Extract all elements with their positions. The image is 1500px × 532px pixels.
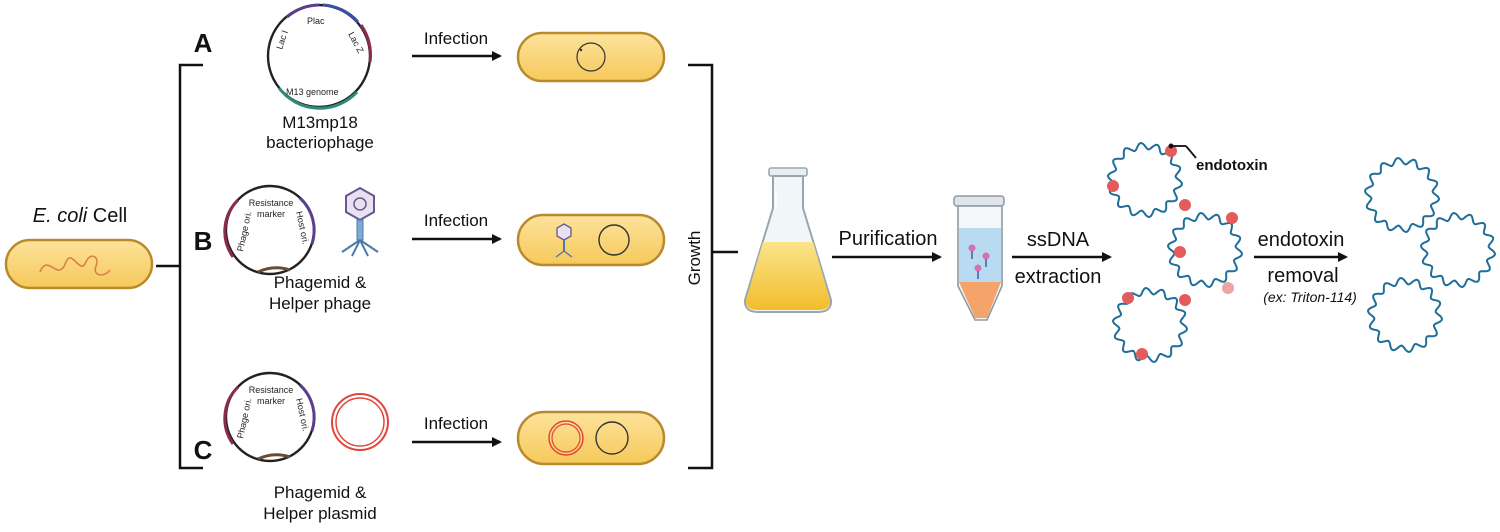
endotoxin-particle [1174, 246, 1186, 258]
helper-phage-icon [341, 186, 379, 257]
route-b-infection-label: Infection [424, 211, 488, 230]
phagemid-plasmid-c: Resistance marker Phage ori. Host ori. [223, 371, 316, 463]
left-bracket [178, 63, 203, 470]
resistance-label-b: Resistance [249, 198, 294, 208]
clean-ssdna-loop [1363, 156, 1441, 234]
ssdna-loop [1106, 141, 1184, 219]
marker-label-b: marker [257, 209, 285, 219]
ssdna-loop [1166, 211, 1244, 289]
lac-z-label: Lac Z [346, 30, 366, 55]
removal-label-line2: removal [1267, 265, 1338, 287]
removal-example: (ex: Triton-114) [1263, 289, 1357, 305]
route-c-infected-cell [516, 410, 666, 466]
route-letter-b: B [194, 226, 213, 256]
ecoli-italic: E. coli [33, 205, 88, 227]
endotoxin-particle [1222, 282, 1234, 294]
lac-i-label: Lac I [274, 29, 290, 51]
marker-label-c: marker [257, 396, 285, 406]
purification-label: Purification [839, 228, 938, 250]
route-a-caption-line1: M13mp18 [282, 113, 358, 132]
route-letter-c: C [194, 435, 213, 465]
phage-ori-label-c: Phage ori. [235, 397, 253, 439]
route-a-caption-line2: bacteriophage [266, 133, 374, 152]
endotoxin-particle [1179, 199, 1191, 211]
route-a-infection-label: Infection [424, 29, 488, 48]
host-ori-label-b: Host ori. [294, 210, 311, 245]
clean-ssdna-loop [1419, 211, 1497, 289]
ssdna-label: ssDNA [1027, 229, 1090, 251]
plac-label: Plac [307, 16, 325, 26]
phage-ori-label-b: Phage ori. [235, 210, 253, 252]
endotoxin-particle [1179, 294, 1191, 306]
route-c-caption-line1: Phagemid & [274, 483, 367, 502]
ecoli-genome-squiggle [39, 255, 111, 276]
route-letter-a: A [194, 28, 213, 58]
route-b-infected-cell [516, 213, 666, 267]
extraction-label: extraction [1015, 266, 1102, 288]
extraction-tube [953, 195, 1005, 321]
ssdna-loop [1111, 286, 1189, 364]
ecoli-rest: Cell [87, 205, 127, 227]
endotoxin-callout: endotoxin [1168, 143, 1268, 174]
m13mp18-plasmid: Lac I Plac Lac Z M13 genome [266, 3, 372, 110]
host-ori-label-c: Host ori. [294, 397, 311, 432]
route-b-caption-line2: Helper phage [269, 294, 371, 313]
culture-flask [743, 167, 833, 313]
route-a-infected-cell [516, 31, 666, 83]
purified-ssdna [1363, 156, 1497, 354]
phagemid-plasmid-b: Resistance marker Phage ori. Host ori. [223, 184, 316, 276]
endotoxin-particle [1122, 292, 1134, 304]
endotoxin-particle [1107, 180, 1119, 192]
right-bracket [688, 63, 714, 470]
resistance-label-c: Resistance [249, 385, 294, 395]
clean-ssdna-loop [1366, 276, 1444, 354]
route-c-infection-label: Infection [424, 414, 488, 433]
endotoxin-label: endotoxin [1196, 157, 1268, 174]
route-b-caption-line1: Phagemid & [274, 273, 367, 292]
m13-genome-label: M13 genome [286, 87, 339, 97]
ecoli-cell-label: E. coli Cell [33, 205, 127, 227]
endotoxin-particle [1165, 145, 1177, 157]
endotoxin-particle [1136, 348, 1148, 360]
growth-label: Growth [685, 231, 704, 286]
ecoli-cell-start: E. coli Cell [4, 205, 154, 290]
endotoxin-particle [1226, 212, 1238, 224]
route-c-caption-line2: Helper plasmid [263, 504, 376, 523]
ssdna-with-endotoxin [1106, 141, 1244, 364]
removal-label-line1: endotoxin [1258, 229, 1345, 251]
helper-plasmid-ring [331, 393, 389, 451]
